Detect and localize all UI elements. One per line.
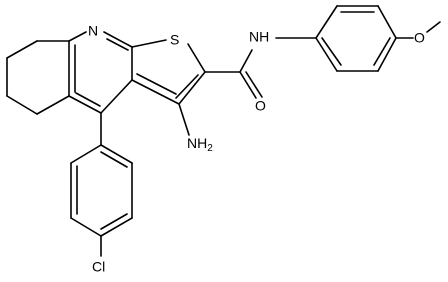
atom-label-amino: NH2 [187, 135, 213, 154]
atom-label-n-ring: N [88, 23, 98, 39]
atom-label-amide-nh: NH [249, 29, 269, 45]
carboxamide-group [204, 49, 263, 99]
atom-label-carbonyl-o: O [255, 98, 266, 114]
atom-label-methoxy-o: O [414, 30, 425, 46]
atom-label-sulfur: S [170, 32, 179, 48]
atom-label-chlorine: Cl [92, 259, 105, 275]
chlorophenyl-ring [70, 112, 133, 257]
atom-labels: N S NH O NH2 O Cl [88, 23, 425, 275]
cyclohexane-ring [6, 40, 70, 115]
methoxyphenyl-ring [275, 5, 441, 72]
thiophene-ring [131, 39, 206, 105]
amino-bond [178, 103, 190, 136]
pyridine-ring [68, 31, 133, 114]
